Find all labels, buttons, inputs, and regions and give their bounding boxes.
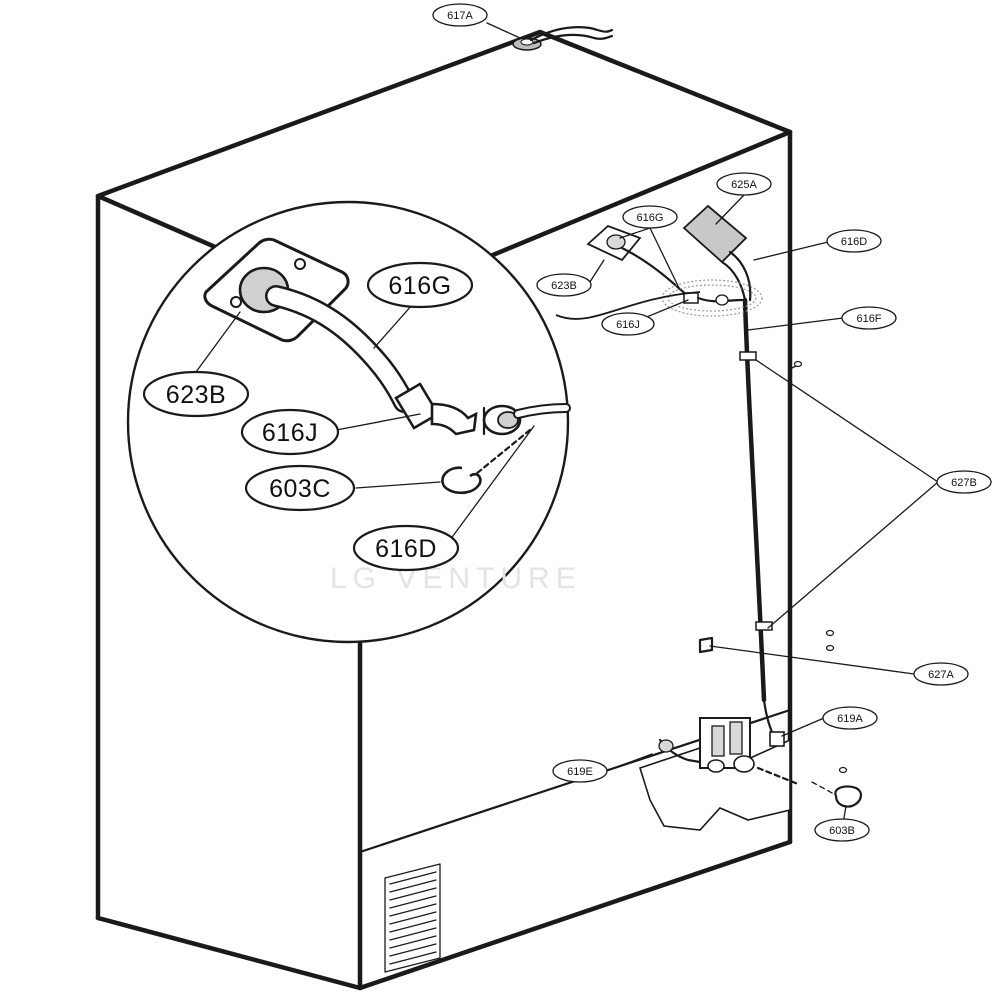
detail-label-603C: 603C — [269, 475, 331, 503]
clip-603C-detail — [441, 466, 482, 495]
callout-label-623B: 623B — [551, 280, 577, 292]
detail-callout-616D: 616D — [352, 524, 460, 572]
callout-616D: 616D — [826, 229, 882, 253]
vent-grille — [384, 863, 441, 973]
tube-616G-detail — [265, 285, 415, 413]
callout-619E: 619E — [552, 759, 608, 783]
clip-603B — [811, 781, 862, 808]
valve-assembly-619 — [639, 717, 800, 831]
callout-616J: 616J — [601, 312, 655, 336]
callout-617A: 617A — [432, 3, 488, 27]
detail-callout-616G: 616G — [366, 261, 474, 309]
callout-627B: 627B — [936, 470, 992, 494]
callout-label-617A: 617A — [447, 10, 473, 22]
detail-callout-603C: 603C — [244, 464, 356, 512]
callout-623B: 623B — [536, 273, 592, 297]
detail-callout-616J: 616J — [240, 408, 340, 456]
detail-callout-623B: 623B — [142, 370, 250, 418]
callout-label-619A: 619A — [837, 713, 863, 725]
top-grommet-617A — [512, 26, 614, 51]
callout-label-619E: 619E — [567, 766, 593, 778]
callout-619A: 619A — [822, 706, 878, 730]
water-line-616F — [739, 297, 778, 742]
watermark-text: LG VENTURE — [330, 562, 582, 595]
detail-magnifier: LG VENTURE — [126, 200, 701, 644]
detail-label-616J: 616J — [262, 419, 318, 447]
screws-627 — [698, 360, 848, 774]
callout-label-616F: 616F — [856, 313, 881, 325]
callout-label-625A: 625A — [731, 179, 757, 191]
callout-616F: 616F — [841, 306, 897, 330]
callout-label-627A: 627A — [928, 669, 954, 681]
callout-label-616J: 616J — [616, 319, 640, 331]
callout-625A: 625A — [716, 172, 772, 196]
callout-603B: 603B — [814, 818, 870, 842]
callout-627A: 627A — [913, 662, 969, 686]
callout-label-603B: 603B — [829, 825, 855, 837]
callout-label-627B: 627B — [951, 477, 977, 489]
water-valve-625A — [682, 204, 752, 302]
callout-616G: 616G — [622, 205, 678, 229]
detail-label-623B: 623B — [166, 381, 226, 409]
callout-label-616G: 616G — [637, 212, 664, 224]
callout-label-616D: 616D — [841, 236, 867, 248]
detail-label-616G: 616G — [388, 272, 451, 300]
detail-label-616D: 616D — [375, 535, 437, 563]
fitting-616J-detail — [394, 382, 522, 436]
